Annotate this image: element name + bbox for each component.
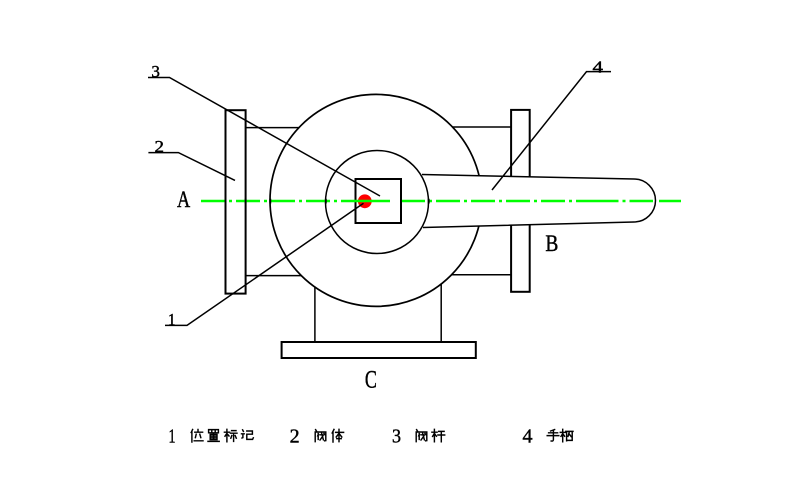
- svg-text:B: B: [545, 231, 558, 256]
- svg-text:3: 3: [392, 426, 401, 447]
- svg-text:4: 4: [523, 426, 533, 447]
- svg-text:C: C: [365, 364, 377, 393]
- svg-text:1: 1: [168, 310, 176, 329]
- svg-text:1: 1: [169, 426, 176, 447]
- svg-text:2: 2: [155, 137, 165, 156]
- svg-text:3: 3: [151, 62, 160, 81]
- svg-text:2: 2: [290, 426, 300, 447]
- svg-text:4: 4: [593, 58, 604, 77]
- svg-text:A: A: [177, 187, 190, 212]
